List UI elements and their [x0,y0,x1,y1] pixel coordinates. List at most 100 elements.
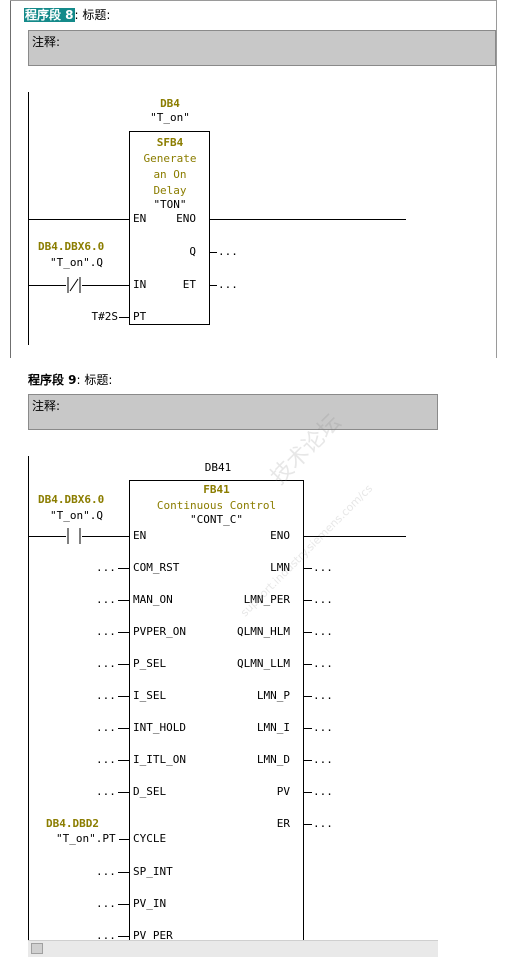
network-9-lmn-d-dots[interactable]: ... [313,753,333,766]
network-8-ton-block[interactable] [129,131,210,325]
network-9-qlmn-hlm-dots[interactable]: ... [313,625,333,638]
network-9-pin-lmn-per: LMN_PER [243,593,290,606]
network-8-in-operand[interactable]: DB4.DBX6.0 [38,240,105,253]
network-9-cont-c-block[interactable] [129,480,304,950]
scrollbar-thumb[interactable] [31,943,43,954]
network-8-comment[interactable]: 注释: [28,30,496,66]
network-9-cycle-stub [119,839,129,840]
network-9-header[interactable]: 程序段 9: 标题: [28,371,112,388]
network-8-block-desc-2: an On [153,168,187,181]
network-9-d-sel-dots[interactable]: ... [96,785,116,798]
network-9-en-operand[interactable]: DB4.DBX6.0 [38,493,105,506]
network-9-i-sel-dots[interactable]: ... [96,689,116,702]
network-9-int-hold-stub [118,728,129,729]
network-9-pin-sp-int: SP_INT [133,865,173,878]
network-9-d-sel-stub [118,792,129,793]
network-9-pin-pv-in: PV_IN [133,897,167,910]
network-9-i-itl-on-dots[interactable]: ... [96,753,116,766]
network-9-pv-per-stub [118,936,129,937]
network-9-lmn-i-stub [304,728,312,729]
editor-frame-top [10,0,496,1]
network-9-pin-pv: PV [276,785,290,798]
network-9-cycle-symbol: "T_on".PT [56,832,116,845]
network-8-en-wire [28,219,129,220]
network-9-comment-label: 注释: [32,399,61,413]
network-9-pin-cycle: CYCLE [133,832,167,845]
network-9-lmn-dots[interactable]: ... [313,561,333,574]
network-9-pv-per-dots[interactable]: ... [96,929,116,942]
network-9-pin-com-rst: COM_RST [133,561,180,574]
network-9-block-desc: Continuous Control [156,499,277,512]
network-9-lmn-i-dots[interactable]: ... [313,721,333,734]
network-9-eno-wire [304,536,406,537]
network-9-pin-lmn: LMN [270,561,290,574]
network-8-block-symbol: "TON" [153,198,187,211]
editor-frame-right [496,0,497,358]
network-8-header[interactable]: 程序段 8: 标题: [24,6,110,23]
network-9-pin-lmn-i: LMN_I [256,721,290,734]
network-9-sp-int-stub [118,872,129,873]
network-8-block-desc-3: Delay [153,184,187,197]
network-9-pin-lmn-d: LMN_D [256,753,290,766]
network-9-man-on-dots[interactable]: ... [96,593,116,606]
network-9-en-wire-right [82,536,129,537]
network-8-in-symbol: "T_on".Q [50,256,103,269]
network-9-pv-stub [304,792,312,793]
network-9-qlmn-llm-dots[interactable]: ... [313,657,333,670]
network-9-com-rst-stub [118,568,129,569]
network-9-pin-en: EN [133,529,147,542]
network-8-eno-wire [210,219,406,220]
network-9-cycle-operand[interactable]: DB4.DBD2 [46,817,99,830]
network-9-pin-lmn-p: LMN_P [256,689,290,702]
network-9-lmn-stub [304,568,312,569]
network-9-com-rst-dots[interactable]: ... [96,561,116,574]
network-9-lmn-p-dots[interactable]: ... [313,689,333,702]
network-9-comment[interactable]: 注释: [28,394,438,430]
network-9-pin-d-sel: D_SEL [133,785,167,798]
network-8-number: 程序段 8 [24,8,75,22]
network-9-lmn-per-dots[interactable]: ... [313,593,333,606]
network-9-er-dots[interactable]: ... [313,817,333,830]
network-9-pin-qlmn-hlm: QLMN_HLM [237,625,290,638]
network-8-et-dots[interactable]: ... [218,278,238,291]
network-8-q-dots[interactable]: ... [218,245,238,258]
network-8-pt-value[interactable]: T#2S [91,310,119,323]
network-8-comment-label: 注释: [32,35,61,49]
network-9-db-number: DB41 [204,461,232,474]
network-8-block-type: SFB4 [156,136,184,149]
network-9-pin-eno: ENO [270,529,290,542]
network-9-pv-in-stub [118,904,129,905]
editor-frame-left [10,0,11,358]
network-9-pvper-on-dots[interactable]: ... [96,625,116,638]
network-9-i-sel-stub [118,696,129,697]
network-8-pin-pt: PT [133,310,147,323]
network-9-sp-int-dots[interactable]: ... [96,865,116,878]
network-8-pin-q: Q [189,245,196,258]
network-8-title-label: : 标题: [74,8,111,22]
network-9-number: 程序段 9 [28,373,77,387]
network-8-pin-in: IN [133,278,147,291]
network-9-pin-qlmn-llm: QLMN_LLM [237,657,290,670]
network-8-pin-en: EN [133,212,147,225]
nc-contact-icon[interactable] [66,277,82,293]
network-9-power-rail [28,456,29,940]
network-9-p-sel-dots[interactable]: ... [96,657,116,670]
network-9-lmn-p-stub [304,696,312,697]
network-8-db-symbol: "T_on" [150,111,190,124]
horizontal-scrollbar[interactable] [28,940,438,957]
network-8-power-rail [28,92,29,345]
network-9-pin-i-itl-on: I_ITL_ON [133,753,186,766]
no-contact-icon[interactable] [66,528,82,544]
network-9-pin-pvper-on: PVPER_ON [133,625,186,638]
network-9-man-on-stub [118,600,129,601]
network-9-pv-dots[interactable]: ... [313,785,333,798]
network-9-int-hold-dots[interactable]: ... [96,721,116,734]
network-9-pv-in-dots[interactable]: ... [96,897,116,910]
network-9-pvper-on-stub [118,632,129,633]
network-9-pin-pv-per: PV_PER [133,929,173,942]
network-8-pt-stub [119,317,129,318]
network-8-db-number: DB4 [160,97,180,110]
network-9-en-wire-left [28,536,66,537]
network-8-in-wire-left [28,285,66,286]
network-9-pin-man-on: MAN_ON [133,593,173,606]
